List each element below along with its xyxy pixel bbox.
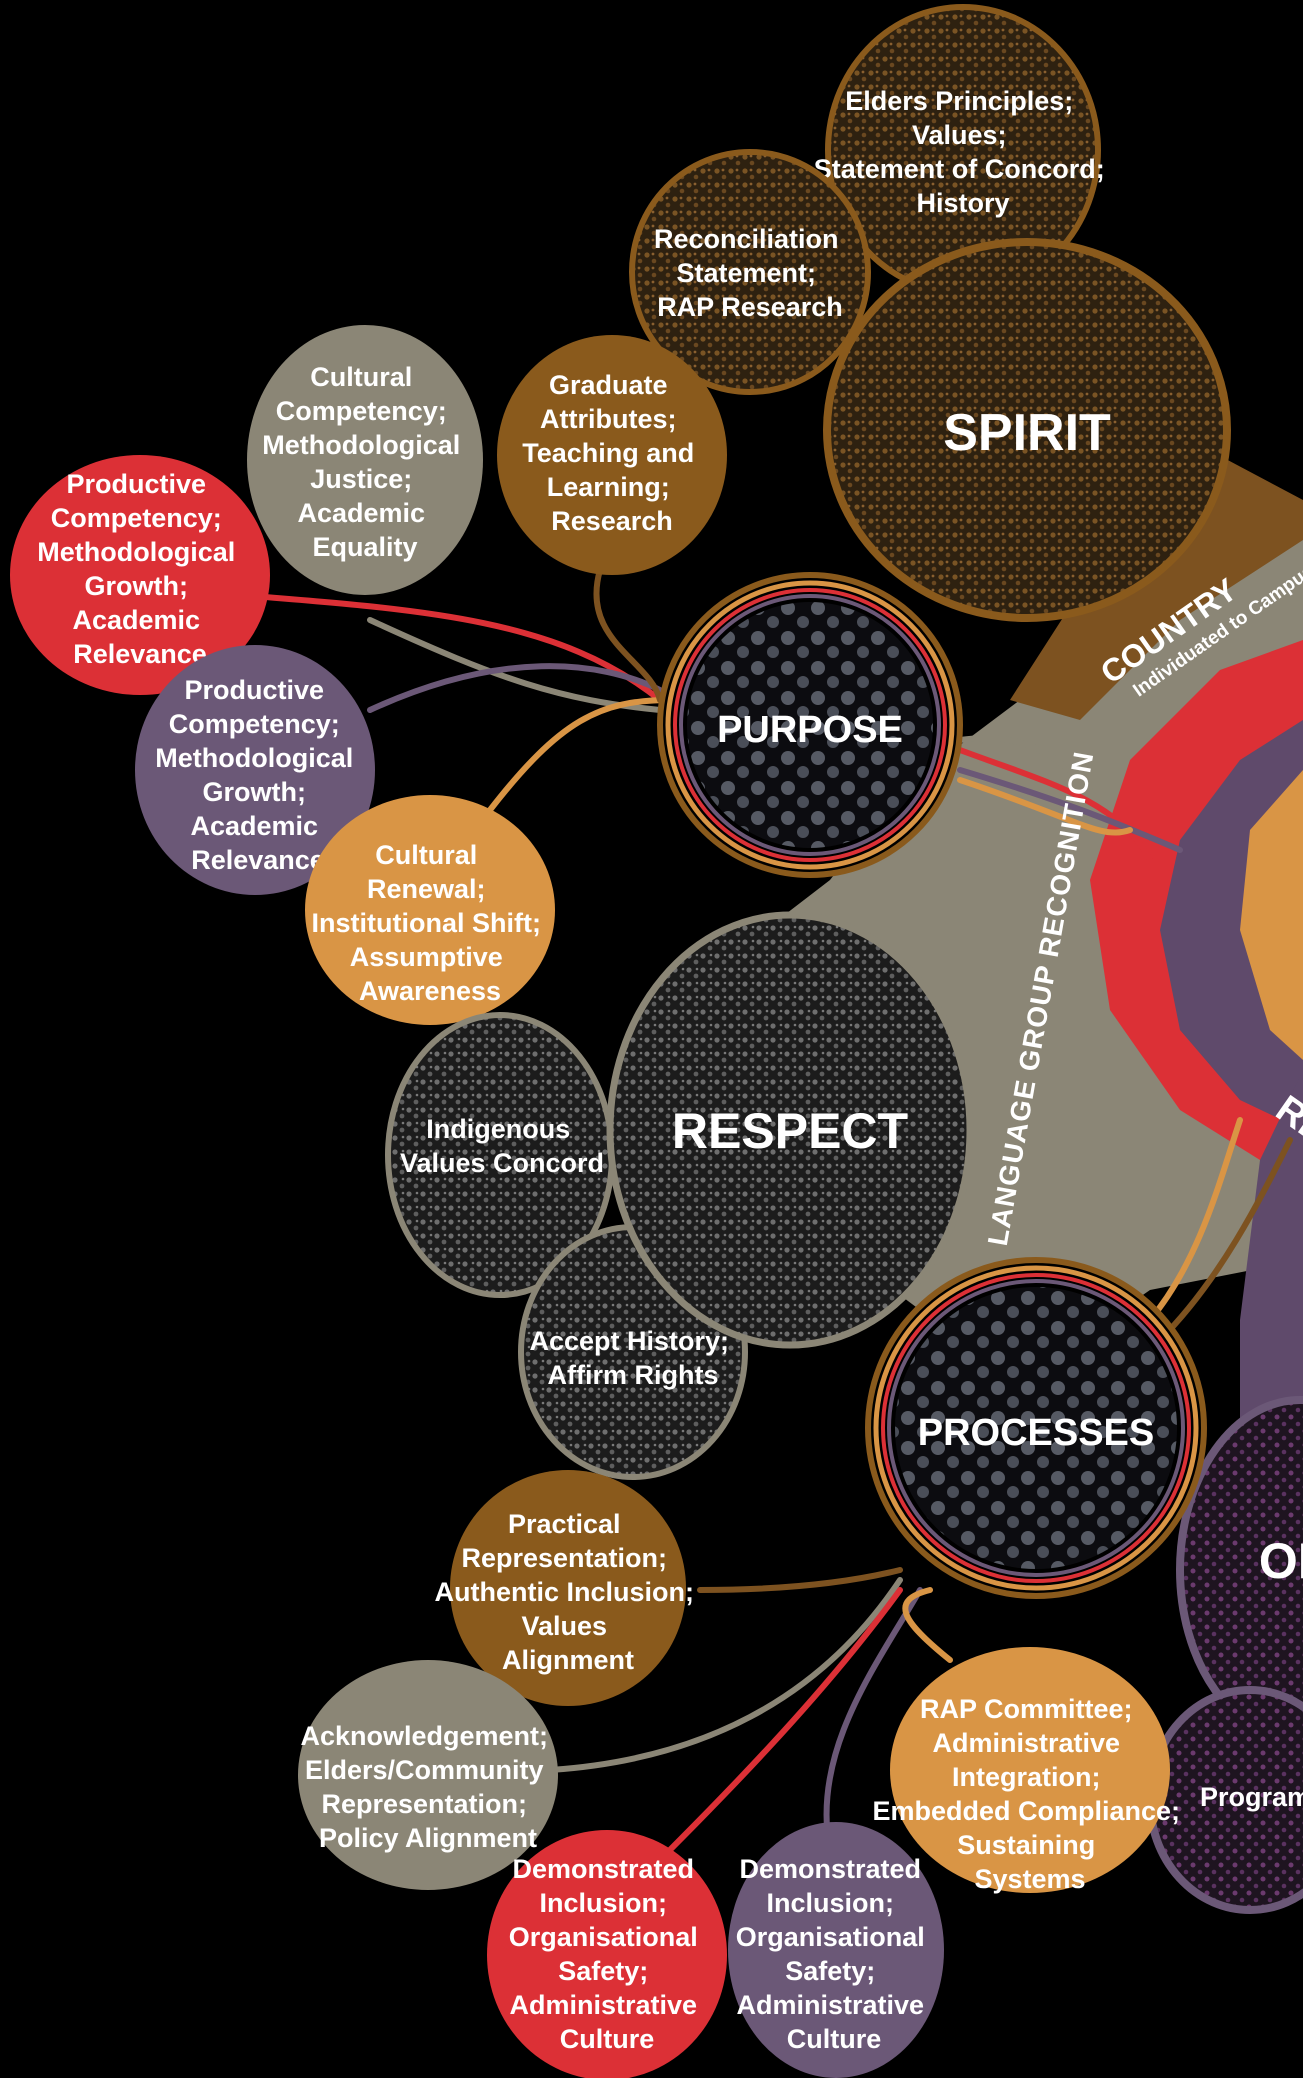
- node-cultural-competency-text: Cultural Competency; Methodological Just…: [262, 362, 468, 562]
- hub-processes-label: PROCESSES: [918, 1412, 1155, 1454]
- node-practical: Practical Representation; Authentic Incl…: [434, 1470, 701, 1706]
- hub-spirit-label: SPIRIT: [943, 404, 1111, 462]
- node-productive-purple: Productive Competency; Methodological Gr…: [135, 645, 375, 895]
- brown-spirit-stem: [1010, 440, 1303, 720]
- hub-spirit: SPIRIT: [823, 238, 1231, 622]
- hub-op-partial: OP: [1259, 1533, 1303, 1589]
- node-acknowledgement: Acknowledgement; Elders/Community Repres…: [298, 1660, 558, 1890]
- node-rap-committee: RAP Committee; Administrative Integratio…: [872, 1647, 1187, 1894]
- node-elders-text: Elders Principles; Values; Statement of …: [814, 86, 1113, 218]
- node-indigenous-text: Indigenous Values Concord: [400, 1114, 604, 1178]
- orange-core: [1240, 770, 1303, 1060]
- node-acknowledgement-text: Acknowledgement; Elders/Community Repres…: [300, 1721, 555, 1853]
- node-reconciliation-text: Reconciliation Statement; RAP Research: [654, 224, 846, 322]
- hub-respect-label: RESPECT: [672, 1103, 908, 1159]
- node-cultural-renewal: Cultural Renewal; Institutional Shift; A…: [305, 795, 555, 1025]
- hub-purpose: PURPOSE: [657, 572, 963, 878]
- node-graduate-text: Graduate Attributes; Teaching and Learni…: [522, 370, 702, 536]
- node-accept-history-text: Accept History; Affirm Rights: [529, 1326, 736, 1390]
- node-productive-purple-text: Productive Competency; Methodological Gr…: [155, 675, 361, 875]
- node-elders: Elders Principles; Values; Statement of …: [814, 4, 1113, 296]
- node-productive-red: Productive Competency; Methodological Gr…: [10, 455, 270, 695]
- node-graduate: Graduate Attributes; Teaching and Learni…: [497, 335, 727, 575]
- hub-processes: PROCESSES: [865, 1257, 1207, 1599]
- node-demonstrated-purple-text: Demonstrated Inclusion; Organisational S…: [736, 1854, 933, 2054]
- node-programs-partial: Programs: [1200, 1782, 1303, 1812]
- node-indigenous: Indigenous Values Concord: [385, 1012, 615, 1298]
- node-practical-text: Practical Representation; Authentic Incl…: [434, 1509, 701, 1675]
- hub-respect: RESPECT: [606, 911, 974, 1349]
- node-demonstrated-purple: Demonstrated Inclusion; Organisational S…: [728, 1822, 944, 2078]
- node-demonstrated-red-text: Demonstrated Inclusion; Organisational S…: [509, 1854, 706, 2054]
- hub-purpose-label: PURPOSE: [717, 709, 903, 751]
- connectors: [237, 567, 1293, 1893]
- node-rap-committee-text: RAP Committee; Administrative Integratio…: [872, 1694, 1187, 1894]
- node-cultural-competency: Cultural Competency; Methodological Just…: [247, 325, 483, 595]
- node-reconciliation: Reconciliation Statement; RAP Research: [629, 149, 871, 395]
- node-cultural-renewal-text: Cultural Renewal; Institutional Shift; A…: [312, 840, 549, 1006]
- purple-op-blob: [1146, 1396, 1303, 1914]
- node-demonstrated-red: Demonstrated Inclusion; Organisational S…: [487, 1830, 727, 2078]
- node-productive-red-text: Productive Competency; Methodological Gr…: [37, 469, 243, 669]
